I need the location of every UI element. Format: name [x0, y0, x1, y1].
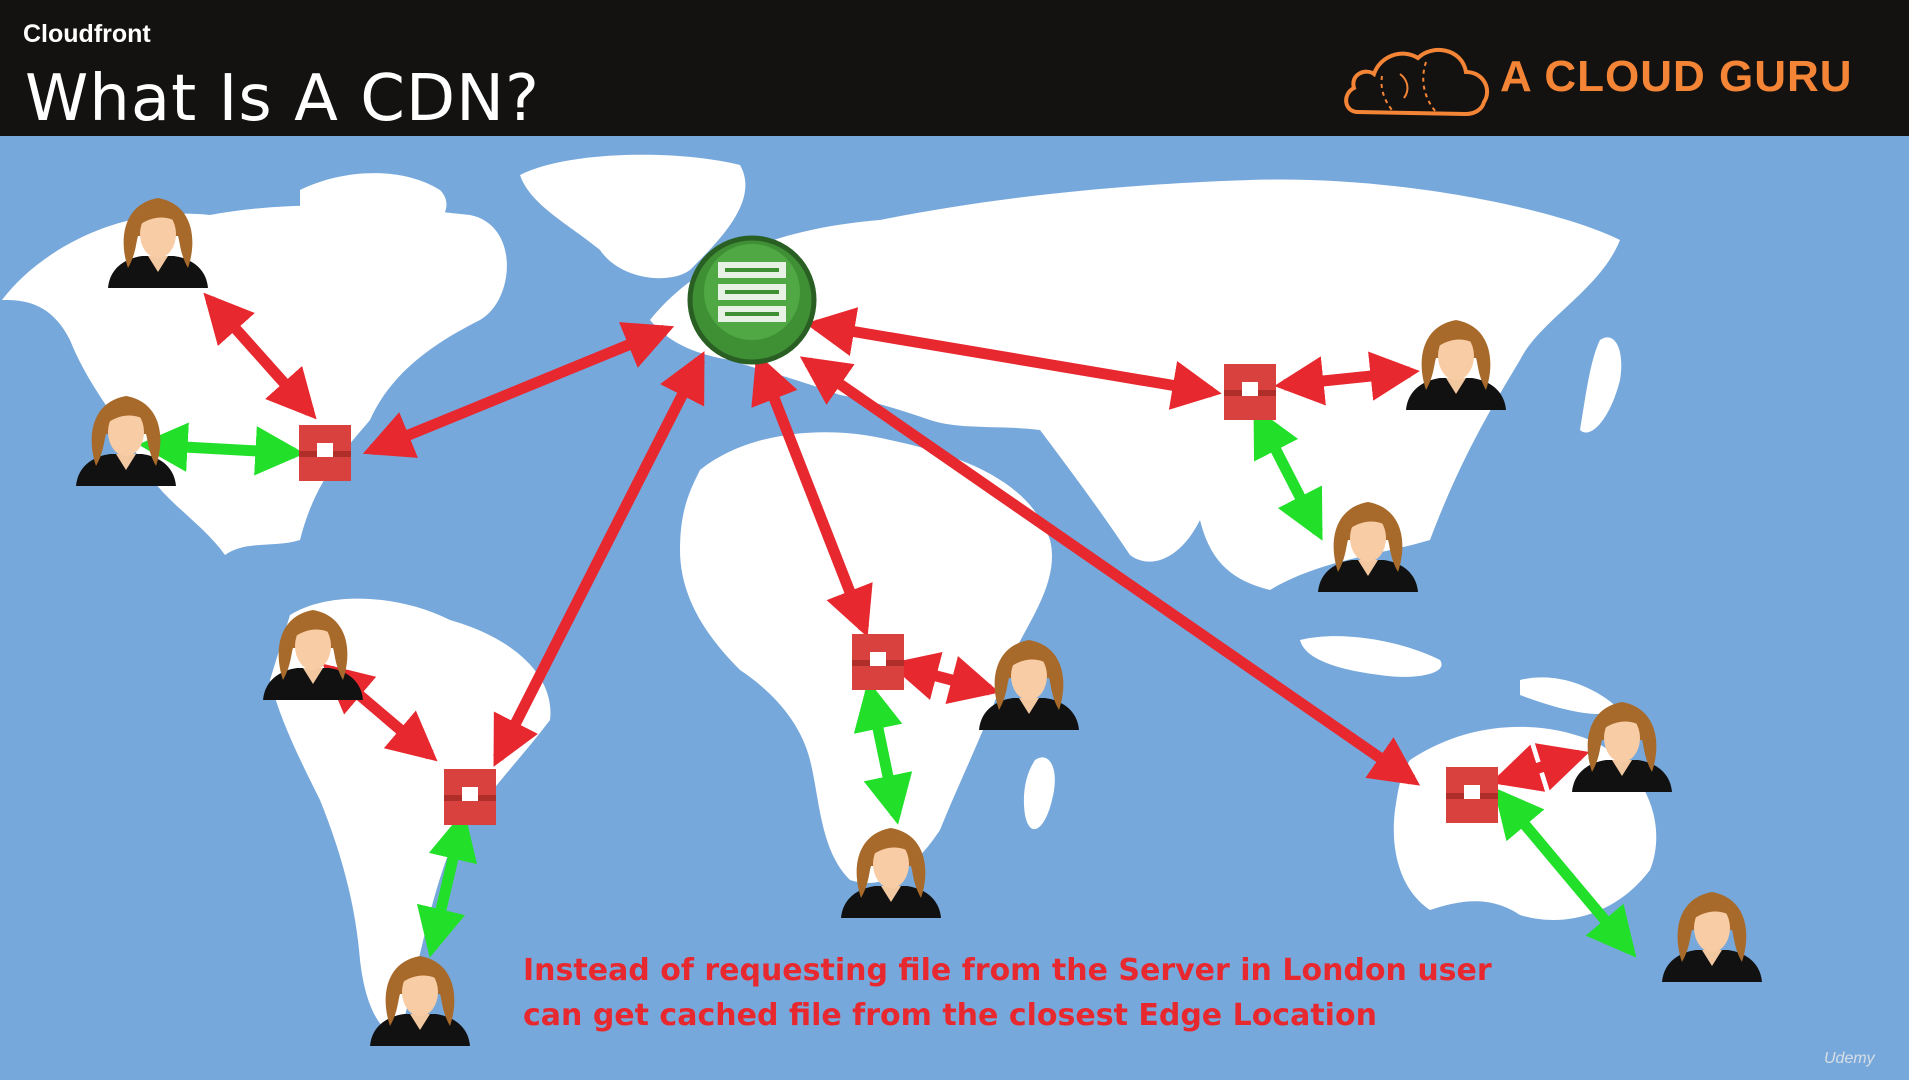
- link-user-africa: [888, 652, 1000, 704]
- canada-arctic: [300, 173, 447, 243]
- greenland: [520, 154, 746, 279]
- link-user-australia: [1490, 743, 1590, 792]
- edge-location-icon: [1224, 364, 1276, 420]
- edge-location-icon: [852, 634, 904, 690]
- caption-line-2: can get cached file from the closest Edg…: [523, 998, 1377, 1033]
- edge-location-icon: [1446, 767, 1498, 823]
- caption-line-1: Instead of requesting file from the Serv…: [523, 953, 1492, 988]
- link-user-useast: [203, 292, 317, 420]
- link-user-asia: [1274, 351, 1420, 406]
- user-icon: [1662, 892, 1762, 982]
- continents: [2, 154, 1657, 1035]
- green-link-africa: [853, 680, 913, 825]
- edge-links: [138, 406, 1637, 958]
- edge-location-icon: [444, 769, 496, 825]
- green-link-australia: [1493, 787, 1637, 958]
- green-link-west: [138, 422, 305, 476]
- brand-name: A CLOUD GURU: [1500, 52, 1853, 101]
- cdn-diagram: [2, 154, 1762, 1046]
- section-label: Cloudfront: [23, 20, 151, 48]
- origin-links: [203, 292, 1590, 792]
- link-origin-australia: [799, 356, 1421, 786]
- link-origin-brazil: [493, 351, 705, 767]
- green-link-southamerica: [416, 810, 478, 958]
- japan: [1580, 337, 1622, 433]
- new-guinea: [1520, 677, 1620, 715]
- brand-logo: A CLOUD GURU: [1340, 38, 1860, 124]
- caption: Instead of requesting file from the Serv…: [523, 948, 1523, 1038]
- world-map: [0, 136, 1909, 1080]
- udemy-watermark: Udemy: [1824, 1050, 1875, 1067]
- slide-title: What Is A CDN?: [25, 62, 540, 136]
- north-america: [2, 205, 507, 555]
- slide-header: Cloudfront What Is A CDN? A CLOUD GURU: [0, 0, 1909, 136]
- indonesia: [1300, 636, 1442, 677]
- server-icon: [687, 235, 817, 365]
- edge-location-icon: [299, 425, 351, 481]
- cloud-logo-icon: [1344, 48, 1490, 117]
- green-link-asia: [1253, 406, 1323, 541]
- madagascar: [1023, 757, 1055, 830]
